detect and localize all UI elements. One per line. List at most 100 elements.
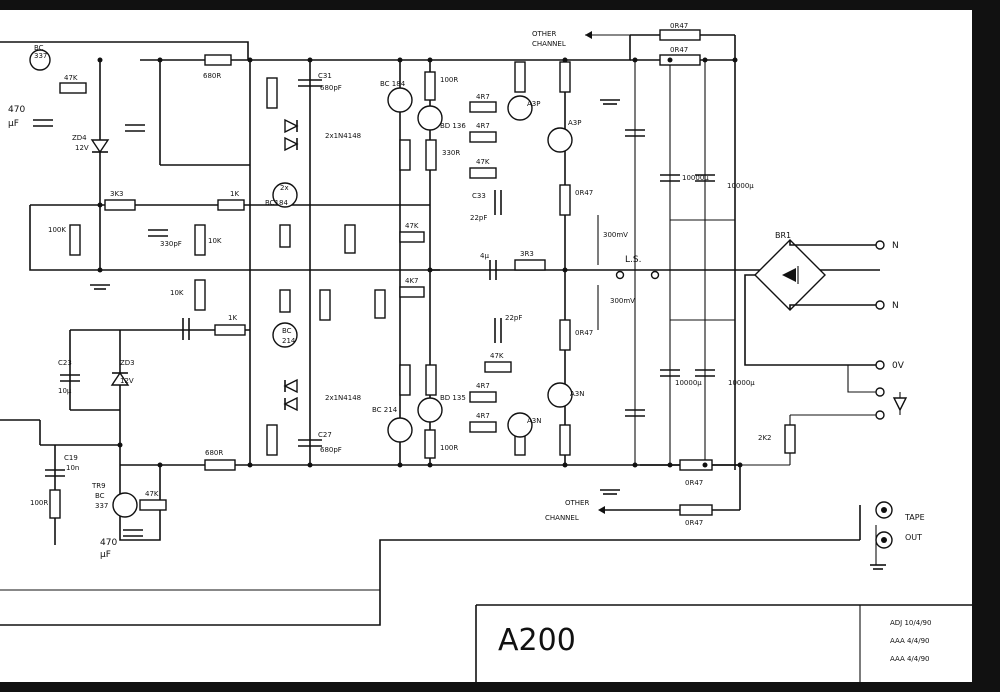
svg-text:680pF: 680pF	[320, 446, 342, 454]
svg-text:12V: 12V	[120, 377, 134, 385]
resistor-r62	[399, 286, 425, 298]
svg-text:10µ: 10µ	[58, 387, 72, 395]
svg-text:C31: C31	[318, 72, 332, 80]
bridge-label: BR1	[775, 231, 791, 240]
capacitor-c23	[60, 374, 80, 382]
resistor-r46	[484, 361, 512, 373]
led-diode	[892, 397, 908, 412]
svg-text:BC 184: BC 184	[380, 80, 406, 88]
r33-label: 680R	[203, 72, 221, 80]
svg-text:47K: 47K	[476, 158, 490, 166]
zener-zd4	[90, 139, 110, 154]
resistor-r42	[425, 139, 437, 171]
resistor-r51	[559, 319, 571, 351]
svg-text:BD 136: BD 136	[440, 122, 466, 130]
resistor-r40	[399, 139, 411, 171]
resistor-r47	[469, 167, 497, 179]
resistor-r58	[559, 424, 571, 456]
svg-text:A3N: A3N	[527, 417, 541, 425]
svg-text:12V: 12V	[75, 144, 89, 152]
svg-text:470: 470	[100, 538, 117, 548]
svg-text:330pF: 330pF	[160, 240, 182, 248]
tape-label-2: OUT	[905, 533, 922, 542]
svg-text:C19: C19	[64, 454, 78, 462]
resistor-r57b	[514, 61, 526, 93]
svg-text:22pF: 22pF	[505, 314, 522, 322]
resistor-r48	[469, 131, 497, 143]
svg-text:47K: 47K	[490, 352, 504, 360]
resistor-r66	[784, 424, 796, 454]
capacitor-c20	[123, 529, 143, 537]
svg-text:10000µ: 10000µ	[728, 379, 755, 387]
svg-text:680pF: 680pF	[320, 84, 342, 92]
svg-text:BC: BC	[34, 44, 44, 52]
ground-symbol-3	[600, 99, 620, 105]
svg-text:µF: µF	[100, 550, 111, 560]
capacitor-c32	[494, 318, 502, 343]
svg-text:4µ: 4µ	[480, 252, 489, 260]
svg-text:C23: C23	[58, 359, 72, 367]
resistor-r59	[559, 61, 571, 93]
svg-text:337: 337	[95, 502, 108, 510]
resistor-r32b	[204, 459, 236, 471]
resistor-r28	[279, 289, 291, 313]
resistor-r52	[514, 259, 546, 271]
capacitor-c24	[148, 229, 168, 237]
svg-text:C27: C27	[318, 431, 332, 439]
capacitor-c26	[182, 318, 190, 340]
resistor-r45	[469, 391, 497, 403]
voltage-note-top: 300mV	[603, 231, 628, 239]
capacitor-c27	[298, 439, 322, 447]
svg-text:47K: 47K	[64, 74, 78, 82]
transistor-tr20	[507, 95, 533, 121]
capacitor-c22	[125, 124, 145, 132]
other-channel-bottom-2: CHANNEL	[545, 514, 579, 522]
svg-text:10n: 10n	[66, 464, 79, 472]
tape-label-1: TAPE	[904, 513, 925, 522]
resistor-r56	[659, 54, 701, 66]
transistor-tr15	[387, 417, 413, 443]
resistor-r61	[399, 231, 425, 243]
speaker-label: L.S.	[625, 255, 641, 265]
svg-text:BC: BC	[282, 327, 292, 335]
resistor-r49	[469, 101, 497, 113]
transistor-tr4	[272, 182, 298, 208]
terminal-0v	[875, 360, 885, 370]
frame-right	[972, 0, 1000, 692]
svg-text:330R: 330R	[442, 149, 460, 157]
capacitor-c38	[489, 260, 497, 280]
svg-text:2x: 2x	[280, 184, 289, 192]
capacitor-c34b	[625, 409, 645, 417]
svg-text:0R47: 0R47	[685, 479, 703, 487]
svg-text:4K7: 4K7	[405, 277, 419, 285]
speaker-terminal-2	[650, 270, 660, 280]
rail-label-3: 0V	[892, 361, 905, 371]
resistor-r271	[374, 289, 386, 319]
svg-text:47K: 47K	[405, 222, 419, 230]
resistor-r20	[49, 489, 61, 519]
zener-zd3	[110, 371, 130, 386]
svg-text:4R7: 4R7	[476, 412, 490, 420]
ground-symbol	[90, 284, 110, 290]
voltage-note-bottom: 300mV	[610, 297, 635, 305]
svg-text:0R47: 0R47	[670, 22, 688, 30]
svg-text:680R: 680R	[205, 449, 223, 457]
svg-text:10000µ: 10000µ	[675, 379, 702, 387]
transistor-tr18	[417, 105, 443, 131]
svg-text:100R: 100R	[440, 76, 458, 84]
resistor-r39	[425, 364, 437, 396]
svg-text:100R: 100R	[440, 444, 458, 452]
resistor-r32	[266, 77, 278, 109]
terminal-ac1	[875, 240, 885, 250]
capacitor-c31	[298, 79, 322, 87]
resistor-r23	[104, 199, 136, 211]
svg-text:ZD3: ZD3	[120, 359, 135, 367]
svg-text:4R7: 4R7	[476, 93, 490, 101]
capacitor-c37	[660, 174, 680, 182]
speaker-terminal-1	[615, 270, 625, 280]
capacitor-c33	[494, 190, 502, 215]
svg-text:2K2: 2K2	[758, 434, 772, 442]
svg-text:10000µ: 10000µ	[727, 182, 754, 190]
